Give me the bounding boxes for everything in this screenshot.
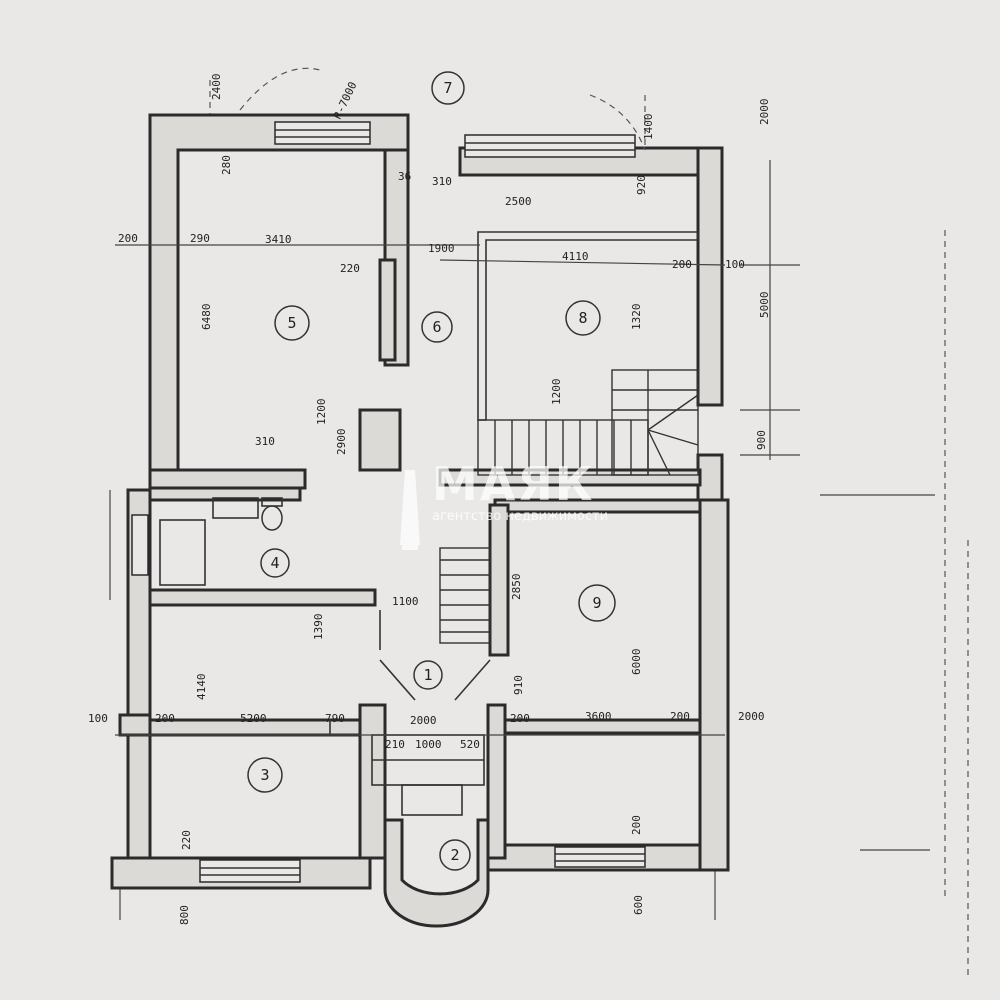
dim-text: 100 (725, 258, 745, 271)
walls (110, 113, 730, 890)
lighthouse-icon (400, 470, 420, 550)
dim-text: 5200 (240, 712, 267, 725)
watermark-subtitle: агентство недвижимости (432, 509, 608, 524)
dim-text: 200 (118, 232, 138, 245)
hallway-lines (115, 244, 726, 736)
svg-text:7: 7 (443, 79, 452, 97)
room-5-label: 5 (274, 305, 310, 341)
dim-text: 5000 (758, 292, 771, 319)
room-4-label: 4 (260, 548, 290, 578)
dim-text: 4140 (195, 674, 208, 701)
dim-text: 1400 (642, 114, 655, 141)
room-6-label: 6 (421, 311, 453, 343)
guide-lines (109, 80, 969, 980)
dim-text: 310 (255, 435, 275, 448)
dim-text: 1000 (415, 738, 442, 751)
dim-text: 200 (670, 710, 690, 723)
svg-text:2: 2 (450, 846, 459, 864)
room-7-label: 7 (431, 71, 465, 105)
dim-text: 210 (385, 738, 405, 751)
svg-text:4: 4 (270, 554, 279, 572)
dim-text: 520 (460, 738, 480, 751)
windows (131, 121, 646, 883)
dim-text: 2000 (410, 714, 437, 727)
staircase-lower (439, 547, 491, 644)
room-3-label: 3 (247, 757, 283, 793)
room-9-label: 9 (578, 584, 616, 622)
dim-text: 910 (512, 675, 525, 695)
dim-text: 6000 (630, 649, 643, 676)
room-8-label: 8 (565, 300, 601, 336)
porch-bay (371, 734, 490, 928)
room-labels: 1 2 3 4 5 6 7 8 (247, 71, 616, 871)
svg-text:6: 6 (432, 318, 441, 336)
dim-text: 310 (432, 175, 452, 188)
dim-text: 200 (630, 815, 643, 835)
dim-text: 6480 (200, 304, 213, 331)
dim-text: 1200 (315, 399, 328, 426)
dim-text: 3600 (585, 710, 612, 723)
dim-text: 280 (220, 155, 233, 175)
dim-text: 3410 (265, 233, 292, 246)
room-1-label: 1 (413, 660, 443, 690)
agency-watermark: МАЯК агентство недвижимости (400, 457, 608, 550)
dim-text: 2900 (335, 429, 348, 456)
toilet-icon (261, 505, 283, 531)
dim-text: 100 (88, 712, 108, 725)
dim-text: 200 (155, 712, 175, 725)
dimension-labels: 200 290 3410 1900 4110 200 100 5000 2500… (88, 74, 771, 926)
dim-text: 220 (340, 262, 360, 275)
bathroom-fixtures (159, 497, 283, 586)
dim-text: 2850 (510, 574, 523, 601)
dim-text: 600 (632, 895, 645, 915)
dim-text: 2500 (505, 195, 532, 208)
svg-text:5: 5 (287, 314, 296, 332)
dim-text: 2000 (738, 710, 765, 723)
svg-text:1: 1 (423, 666, 432, 684)
dim-text: 1320 (630, 304, 643, 331)
dim-text: 1390 (312, 614, 325, 641)
dim-text: 2000 (758, 99, 771, 126)
dim-text: 790 (325, 712, 345, 725)
dim-text: 4110 (562, 250, 589, 263)
dim-text: 800 (178, 905, 191, 925)
door-arcs (239, 67, 646, 151)
dim-text: 36 (398, 170, 411, 183)
dim-text: 1100 (392, 595, 419, 608)
dim-text: 290 (190, 232, 210, 245)
dim-text: 220 (180, 830, 193, 850)
dim-text: 2400 (210, 74, 223, 101)
dim-text: 1900 (428, 242, 455, 255)
dim-text: 200 (510, 712, 530, 725)
dim-text: 920 (635, 175, 648, 195)
room-2-label: 2 (439, 839, 471, 871)
dim-text: 200 (672, 258, 692, 271)
watermark-title: МАЯК (432, 457, 594, 511)
dim-text: 900 (755, 430, 768, 450)
staircase-upper (477, 369, 699, 476)
svg-text:3: 3 (260, 766, 269, 784)
svg-text:9: 9 (592, 594, 601, 612)
svg-text:8: 8 (578, 309, 587, 327)
dim-text: 1200 (550, 379, 563, 406)
